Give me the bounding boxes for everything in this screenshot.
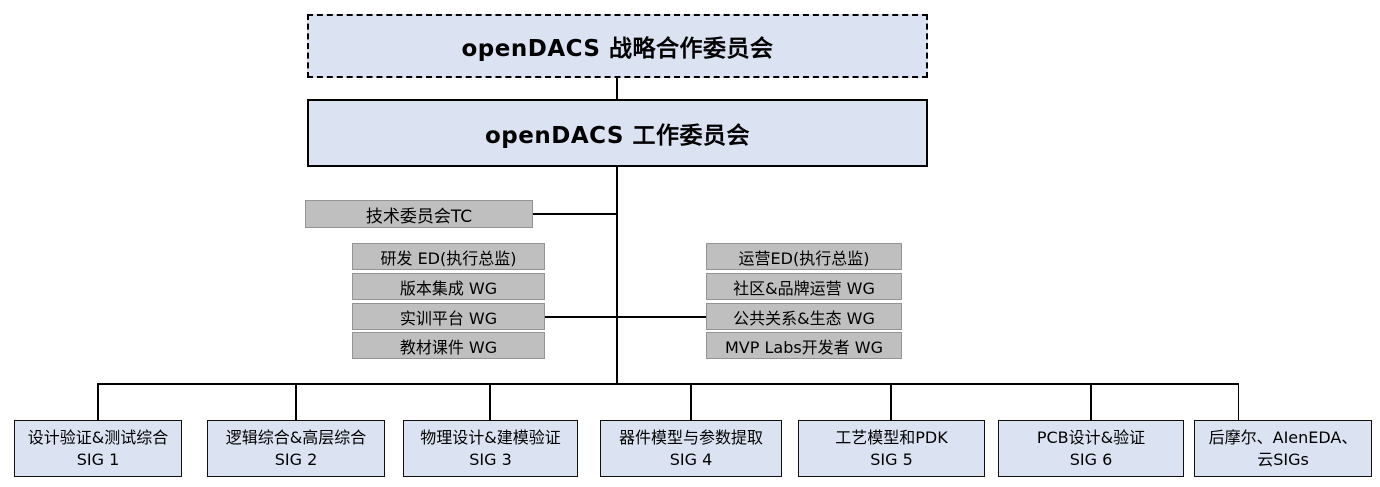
connector-drop-sig4 (690, 383, 692, 420)
sig-box-5: 工艺模型和PDK SIG 5 (798, 420, 985, 477)
connector-bottom-rail (97, 383, 1239, 385)
left-col-label: 教材课件 WG (399, 337, 498, 357)
sig-box-number: SIG 5 (870, 449, 913, 469)
connector-trunk-main (616, 167, 618, 384)
connector-cross-link (545, 316, 706, 318)
connector-drop-sig6 (1090, 383, 1092, 420)
sig-box-4: 器件模型与参数提取 SIG 4 (600, 420, 782, 477)
right-col-box-publicrelations-wg: 公共关系&生态 WG (706, 303, 902, 330)
sig-box-1: 设计验证&测试综合 SIG 1 (14, 420, 182, 477)
left-col-label: 版本集成 WG (399, 278, 498, 298)
sig-box-2: 逻辑综合&高层综合 SIG 2 (207, 420, 385, 477)
right-col-box-community-wg: 社区&品牌运营 WG (706, 273, 902, 300)
sig-box-title: 物理设计&建模验证 (420, 427, 561, 447)
connector-drop-sig7 (1237, 383, 1239, 420)
sig-box-title: 设计验证&测试综合 (27, 427, 169, 447)
right-col-label: 公共关系&生态 WG (733, 308, 875, 328)
sig-box-number: 云SIGs (1257, 449, 1309, 469)
sig-box-7: 后摩尔、AIenEDA、 云SIGs (1194, 420, 1372, 477)
working-committee-label: openDACS 工作委员会 (484, 123, 750, 149)
connector-trunk-top (616, 78, 618, 99)
strategy-committee-label: openDACS 战略合作委员会 (461, 36, 774, 62)
sig-box-title: PCB设计&验证 (1036, 427, 1146, 447)
sig-box-number: SIG 6 (1069, 449, 1113, 469)
right-col-label: 运营ED(执行总监) (738, 248, 870, 268)
left-col-box-training-wg: 实训平台 WG (352, 303, 545, 330)
left-col-box-version-wg: 版本集成 WG (352, 273, 545, 300)
left-col-label: 研发 ED(执行总监) (380, 248, 517, 268)
connector-drop-sig3 (489, 383, 491, 420)
right-col-box-ops-ed: 运营ED(执行总监) (706, 243, 902, 270)
sig-box-number: SIG 1 (76, 449, 120, 469)
sig-box-number: SIG 4 (669, 449, 713, 469)
connector-tc-link (533, 213, 617, 215)
sig-box-3: 物理设计&建模验证 SIG 3 (403, 420, 578, 477)
sig-box-title: 逻辑综合&高层综合 (225, 427, 367, 447)
left-col-label: 实训平台 WG (399, 308, 498, 328)
right-col-label: MVP Labs开发者 WG (724, 337, 883, 357)
sig-box-title: 工艺模型和PDK (835, 427, 948, 447)
working-committee-box: openDACS 工作委员会 (307, 99, 928, 167)
connector-drop-sig5 (890, 383, 892, 420)
connector-drop-sig1 (97, 383, 99, 420)
sig-box-title: 后摩尔、AIenEDA、 (1208, 427, 1358, 447)
strategy-committee-box: openDACS 战略合作委员会 (307, 14, 928, 78)
sig-box-number: SIG 3 (469, 449, 512, 469)
right-col-label: 社区&品牌运营 WG (733, 278, 875, 298)
connector-drop-sig2 (295, 383, 297, 420)
left-col-box-courseware-wg: 教材课件 WG (352, 332, 545, 359)
sig-box-6: PCB设计&验证 SIG 6 (998, 420, 1184, 477)
sig-box-number: SIG 2 (274, 449, 318, 469)
sig-box-title: 器件模型与参数提取 (618, 427, 763, 447)
tc-box: 技术委员会TC (305, 200, 533, 228)
right-col-box-mvplabs-wg: MVP Labs开发者 WG (706, 332, 902, 359)
tc-label: 技术委员会TC (365, 206, 473, 227)
left-col-box-rd-ed: 研发 ED(执行总监) (352, 243, 545, 270)
